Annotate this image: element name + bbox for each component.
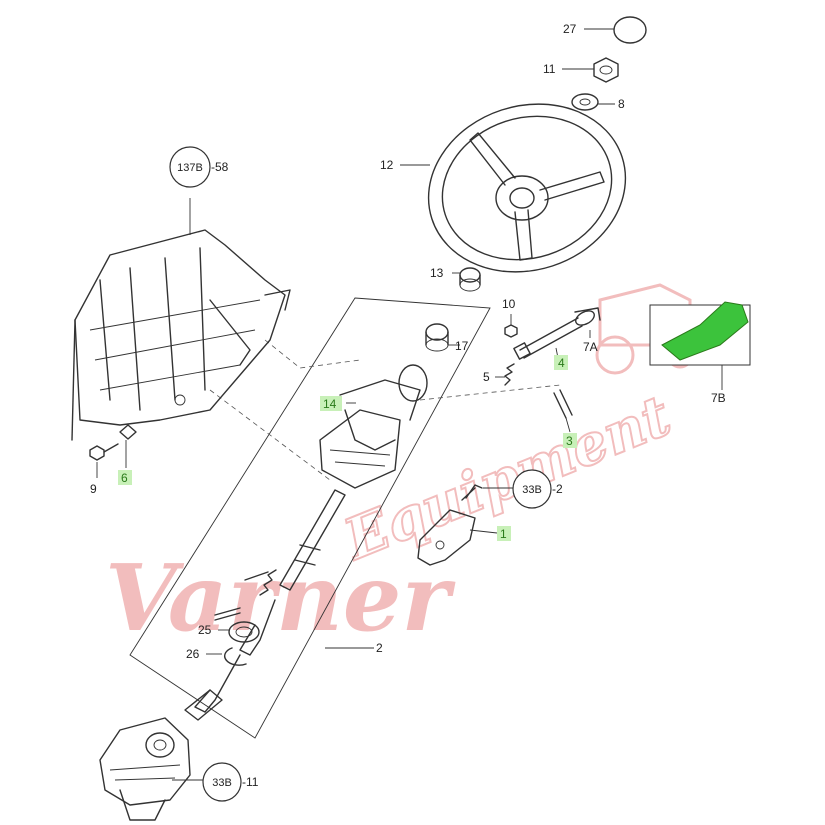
- callout-14: 14: [323, 397, 337, 411]
- callout-1: 1: [500, 527, 507, 541]
- callout-4-highlight: [554, 355, 568, 370]
- reference-33b-11: 33B -11: [202, 762, 259, 802]
- watermark-text-left: Varner: [105, 544, 456, 652]
- ref-33b2-code: 33B: [522, 484, 542, 496]
- callout-14-highlight: [320, 396, 342, 411]
- callout-10: 10: [502, 297, 516, 311]
- ring-part: [228, 621, 260, 643]
- ref-33b11-num: -11: [242, 775, 259, 789]
- callout-11: 11: [543, 62, 556, 76]
- panel-bolt-part: [89, 443, 119, 461]
- callout-8: 8: [618, 97, 625, 111]
- callout-3: 3: [566, 434, 573, 448]
- ref-137b-num: -58: [211, 160, 229, 174]
- washer-part: [571, 93, 599, 111]
- reference-137b-58: 137B -58: [169, 146, 229, 188]
- callout-17: 17: [455, 339, 469, 353]
- callout-27: 27: [563, 22, 577, 36]
- nut-part: [593, 57, 619, 83]
- panel-washer-part: [119, 424, 137, 440]
- shaft-pin-part: [214, 607, 241, 621]
- callout-1-highlight: [497, 526, 511, 541]
- callout-26: 26: [186, 647, 200, 661]
- ref-33b11-code: 33B: [212, 777, 232, 789]
- callout-6: 6: [121, 471, 128, 485]
- snap-ring-part: [224, 647, 247, 666]
- callout-5: 5: [483, 370, 490, 384]
- bushing-upper-part: [459, 267, 481, 292]
- tilt-lever-part: [513, 307, 601, 360]
- column-bracket-part: [319, 364, 428, 489]
- lever-knob-part: [649, 301, 751, 366]
- reference-33b-2: 33B -2: [512, 469, 563, 509]
- spring-part: [504, 363, 515, 386]
- callout-12: 12: [380, 158, 394, 172]
- callout-6-highlight: [118, 470, 132, 485]
- column-assembly-outline: [129, 297, 491, 739]
- callout-25: 25: [198, 623, 212, 637]
- steering-pump-part: [99, 717, 191, 821]
- phantom-lines: [209, 339, 561, 481]
- callout-3-highlight: [563, 433, 577, 448]
- ref-33b2-num: -2: [552, 482, 563, 496]
- callout-7a: 7A: [583, 340, 598, 354]
- ref-137b-code: 137B: [177, 162, 203, 174]
- horn-cap-part: [613, 16, 647, 44]
- leader-lines: [96, 28, 723, 781]
- watermark-text-right: Equipment: [334, 383, 680, 574]
- callout-13: 13: [430, 266, 444, 280]
- callout-9: 9: [90, 482, 97, 496]
- callout-7b: 7B: [711, 391, 726, 405]
- dashboard-panel-part: [71, 229, 291, 441]
- shaft-pin-upper-part: [244, 571, 269, 581]
- bushing-lower-part: [425, 323, 449, 352]
- bracket-bolt-part: [465, 484, 483, 499]
- callout-2: 2: [376, 641, 383, 655]
- steering-wheel-part: [427, 103, 627, 273]
- watermark-wheel-icon: [595, 335, 635, 375]
- pin-part: [553, 389, 573, 419]
- callout-4: 4: [558, 356, 565, 370]
- callout-labels: 27 11 8 12 13 10 7A 7B 17 4 5 3 14 9 6 1…: [90, 22, 726, 661]
- shaft-spring-part: [259, 569, 277, 596]
- universal-joint-part: [184, 689, 223, 721]
- watermark: Varner Equipment: [105, 283, 694, 652]
- small-nut-part: [504, 324, 518, 338]
